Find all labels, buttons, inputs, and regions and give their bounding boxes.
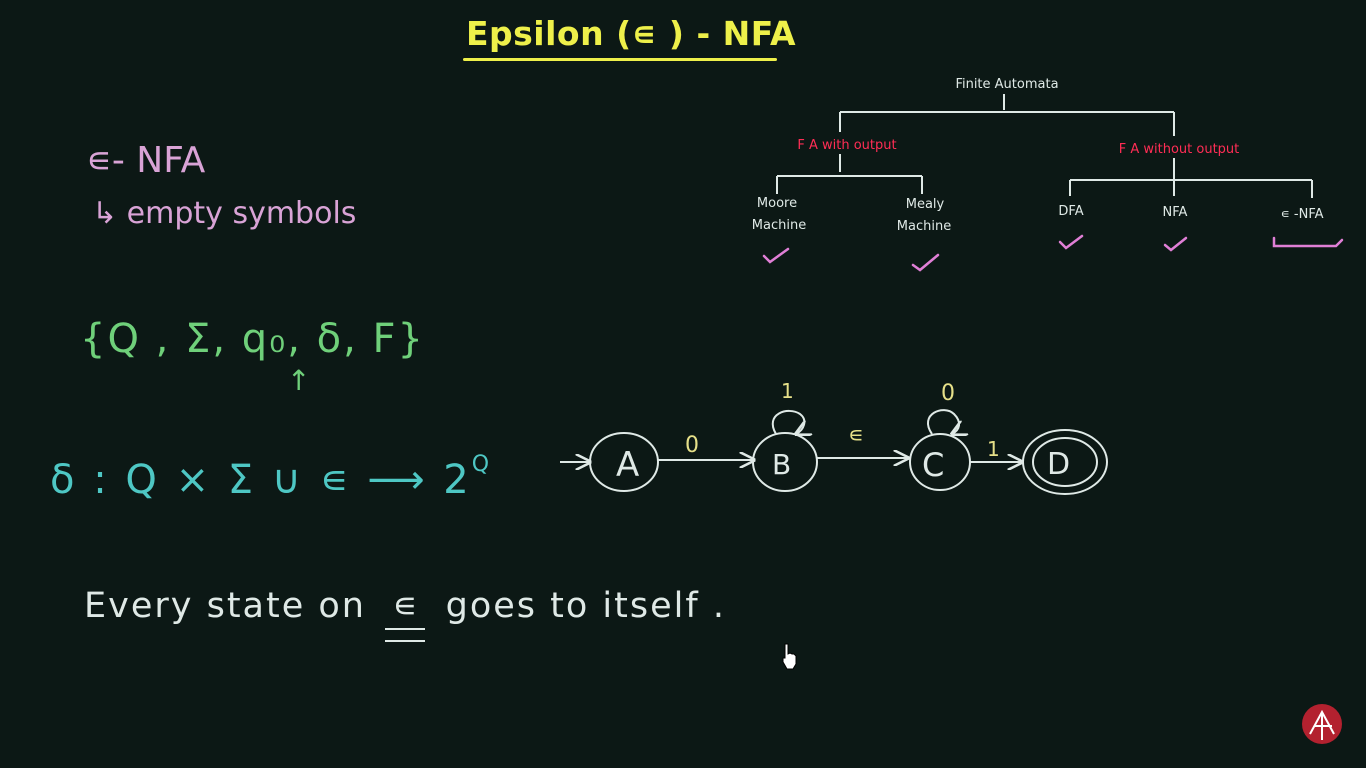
tree-without-output: F A without output <box>1119 142 1240 157</box>
transition-function: δ : Q × Σ ∪ ∊ ⟶ 2Q <box>50 452 492 503</box>
loop-b <box>772 409 805 434</box>
epsilon-double-underline <box>385 628 425 642</box>
state-c-label: C <box>922 446 944 484</box>
page-title: Epsilon (∊ ) - NFA <box>466 14 797 53</box>
tree-nfa: NFA <box>1163 205 1188 220</box>
sentence-eps: ∊ <box>392 586 420 626</box>
tree-moore-1: Moore <box>757 196 797 211</box>
edge-a-b-label: 0 <box>685 433 699 458</box>
tree-with-output: F A with output <box>797 138 896 153</box>
tree-moore-2: Machine <box>752 218 806 233</box>
tree-mealy-1: Mealy <box>906 197 945 212</box>
title-underline <box>463 58 777 61</box>
five-tuple: {Q , Σ, q₀, δ, F} <box>80 316 425 362</box>
enfa-note: ∊- NFA <box>86 140 206 181</box>
tree-mealy-2: Machine <box>897 219 951 234</box>
tree-dfa: DFA <box>1058 204 1083 219</box>
transition-function-power: Q <box>471 452 493 477</box>
epsilon-sentence: Every state on ∊ goes to itself . <box>84 586 726 626</box>
loop-b-label: 1 <box>781 379 794 403</box>
state-b-label: B <box>772 448 791 481</box>
empty-symbols-note: ↳ empty symbols <box>92 196 357 231</box>
state-d <box>1022 429 1108 495</box>
state-a <box>589 432 659 492</box>
up-arrow-icon: ↑ <box>287 364 311 397</box>
tree-root: Finite Automata <box>955 77 1058 92</box>
check-icon <box>1163 236 1188 252</box>
hand-cursor-icon <box>782 643 797 670</box>
epsilon-nfa-diagram: A B C D 0 ∊ 1 1 0 <box>560 379 1108 495</box>
channel-logo <box>1302 704 1342 744</box>
tree-enfa: ∊ -NFA <box>1280 207 1323 222</box>
check-icon <box>762 247 790 264</box>
edge-b-c-label: ∊ <box>848 423 864 448</box>
loop-c <box>926 409 959 434</box>
state-b <box>752 432 818 492</box>
transition-function-body: δ : Q × Σ ∪ ∊ ⟶ 2 <box>50 457 472 503</box>
check-icon <box>911 253 940 272</box>
finite-automata-tree: Finite Automata F A with output F A with… <box>752 77 1344 272</box>
sentence-pre: Every state on <box>84 586 366 626</box>
pending-bracket-icon <box>1272 236 1344 248</box>
loop-c-label: 0 <box>941 381 955 406</box>
edge-c-d-label: 1 <box>987 437 1000 461</box>
state-a-label: A <box>616 445 639 485</box>
sentence-post: goes to itself . <box>445 586 726 626</box>
state-d-label: D <box>1047 447 1070 482</box>
state-d-inner <box>1032 437 1098 487</box>
check-icon <box>1058 234 1084 250</box>
